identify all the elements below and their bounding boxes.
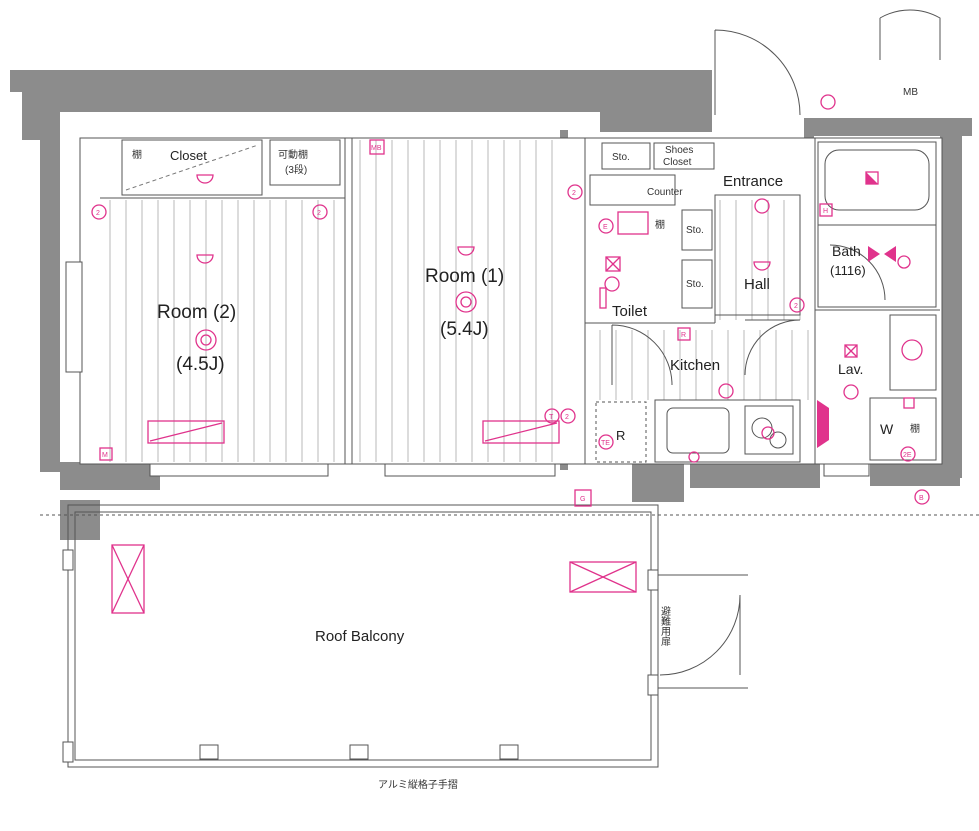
room1-size: (5.4J): [440, 319, 489, 340]
outlet-mark: 2: [96, 210, 100, 217]
sto-label-2: Sto.: [686, 225, 704, 236]
te-mark: TE: [601, 440, 610, 447]
shoes-closet-line2: Closet: [663, 157, 692, 168]
movable-shelf-label: 可動棚: [278, 148, 308, 161]
refrigerator-label: R: [616, 428, 625, 443]
r-mark: R: [681, 332, 686, 339]
kitchen-label: Kitchen: [670, 357, 720, 374]
escape-door-label: 避難用扉: [659, 605, 671, 647]
symbol-letters: 2 2 2 2 2 MB M G R B E T TE H 2E: [96, 145, 924, 503]
bath-label: Bath: [832, 243, 861, 259]
roof-balcony: [40, 504, 979, 768]
walls: [10, 70, 972, 540]
sto-label-3: Sto.: [686, 279, 704, 290]
flooring-pattern: [109, 140, 809, 462]
kitchen-counter: [595, 399, 801, 463]
closet-shelf-label: 棚: [132, 148, 142, 161]
outlet-mark: 2: [317, 210, 321, 217]
room1-name: Room (1): [425, 266, 504, 287]
railing-note: アルミ縦格子手摺: [378, 778, 458, 791]
room2-name: Room (2): [157, 302, 236, 323]
outlet-mark: 2: [565, 414, 569, 421]
mb-mark: MB: [371, 145, 382, 152]
movable-shelf-tiers: (3段): [285, 163, 307, 176]
hall-label: Hall: [744, 276, 770, 293]
closet-label: Closet: [170, 148, 207, 163]
doors: [611, 9, 941, 676]
washer-label: W: [880, 421, 894, 437]
outlet-mark: 2: [572, 190, 576, 197]
lav-label: Lav.: [838, 361, 863, 377]
equipment-symbols: [91, 94, 930, 614]
roof-balcony-label: Roof Balcony: [315, 628, 405, 645]
room-labels: Room (2) (4.5J) Room (1) (5.4J) Closet 棚…: [132, 87, 920, 791]
outlet-mark: 2: [794, 303, 798, 310]
lav-area: [869, 314, 937, 461]
storage-boxes: [589, 142, 801, 316]
h-mark: H: [823, 208, 828, 215]
sto-label-1: Sto.: [612, 152, 630, 163]
bath-area: [817, 141, 937, 308]
b-mark: B: [919, 495, 924, 502]
washer-shelf-label: 棚: [910, 422, 920, 435]
windows: [65, 261, 870, 477]
m-mark: M: [102, 452, 108, 459]
mb-label: MB: [903, 87, 918, 98]
shoes-closet-line1: Shoes: [665, 145, 693, 156]
g-mark: G: [580, 496, 585, 503]
counter-label: Counter: [647, 187, 683, 198]
toilet-shelf-label: 棚: [655, 218, 665, 231]
e-mark: E: [603, 224, 608, 231]
room2-size: (4.5J): [176, 354, 225, 375]
entrance-label: Entrance: [723, 173, 783, 190]
two-e-mark: 2E: [903, 452, 912, 459]
bath-size: (1116): [830, 263, 866, 278]
toilet-label: Toilet: [612, 303, 648, 320]
t-mark: T: [549, 414, 554, 421]
closet-area: [100, 139, 345, 199]
